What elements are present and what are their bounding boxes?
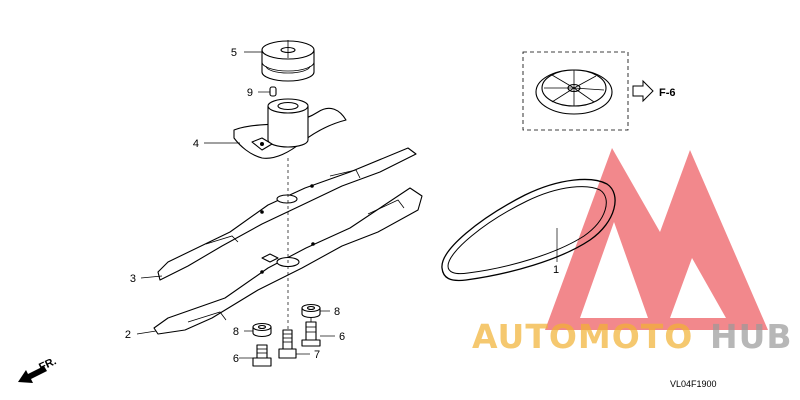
part-4-blade-holder (233, 98, 347, 159)
watermark-text: AUTOMOTO HUB (472, 317, 793, 356)
watermark-logo (545, 148, 768, 330)
reference-arrow-icon (632, 79, 654, 103)
front-arrow-icon (18, 366, 47, 383)
callout-7: 7 (314, 349, 320, 361)
watermark-text-primary: AUTOMOTO (472, 317, 693, 356)
callout-6-right: 6 (339, 331, 345, 343)
callouts: 5 9 4 3 2 8 8 6 6 7 1 (125, 47, 559, 365)
callout-9: 9 (247, 87, 253, 99)
leader-lines (136, 51, 558, 359)
part-5-pulley (261, 40, 315, 82)
watermark-triangle-icon (545, 148, 768, 330)
callout-1: 1 (553, 264, 559, 276)
part-8-washer-left (252, 322, 272, 338)
watermark-text-secondary: HUB (710, 317, 793, 356)
part-3-upper-blade (157, 147, 417, 281)
callout-2: 2 (125, 329, 131, 341)
front-direction-indicator: FR. (18, 355, 58, 383)
reference-inset (522, 51, 654, 131)
part-6-bolt-left (252, 344, 272, 367)
reference-label: F-6 (659, 87, 676, 99)
part-9-key (269, 86, 277, 97)
front-label: FR. (37, 355, 58, 373)
callout-4: 4 (193, 138, 199, 150)
callout-3: 3 (130, 273, 136, 285)
part-1-belt (441, 178, 616, 282)
callout-5: 5 (231, 47, 237, 59)
part-8-washer-right (301, 303, 321, 319)
callout-8-right: 8 (334, 306, 340, 318)
callout-8-left: 8 (233, 326, 239, 338)
part-7-long-bolt (278, 329, 297, 359)
diagram-code: VL04F1900 (670, 379, 717, 389)
part-6-bolt-right (301, 318, 321, 347)
callout-6-left: 6 (233, 353, 239, 365)
